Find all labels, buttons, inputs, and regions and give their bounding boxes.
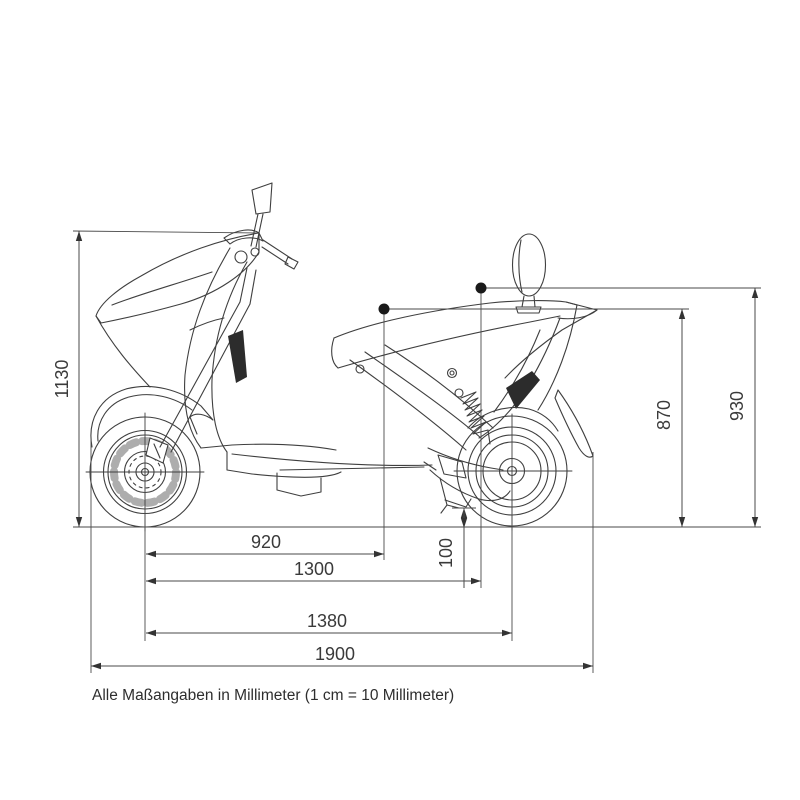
leg-shield [95,247,248,453]
scooter-drawing [85,182,598,532]
units-caption: Alle Maßangaben in Millimeter (1 cm = 10… [92,687,454,704]
dim-1900: 1900 [91,644,593,670]
dim-1300-label: 1300 [294,559,334,579]
dim-870-label: 870 [654,400,674,430]
front-fork [159,267,257,453]
dim-100: 100 [436,508,468,588]
rear-wheel [453,413,573,531]
front-fender [90,385,214,448]
dim-930: 930 [727,288,759,527]
dim-920-label: 920 [251,532,281,552]
handlebar-cowl [95,229,299,324]
dim-1130-label: 1130 [52,360,72,399]
shock-absorber [454,388,491,445]
extension-lines [72,230,761,673]
dim-1300: 1300 [146,559,481,585]
dim-1380-label: 1380 [307,611,347,631]
floorboard [200,443,433,497]
dimension-annotations: 1130 870 930 100 920 1300 [52,230,761,673]
dim-1900-label: 1900 [315,644,355,664]
dim-1130: 1130 [52,231,83,527]
dim-870: 870 [654,309,686,527]
mirror [250,182,273,248]
measure-dot-rear [475,282,487,294]
seat [331,300,598,379]
dim-920: 920 [146,532,384,558]
side-panels [349,304,578,451]
measure-dot-seat [378,303,390,315]
dim-930-label: 930 [727,391,747,421]
dim-100-label: 100 [436,538,456,568]
rear-fender [467,389,594,458]
dim-1380: 1380 [146,611,512,637]
swingarm-motor [423,447,511,514]
